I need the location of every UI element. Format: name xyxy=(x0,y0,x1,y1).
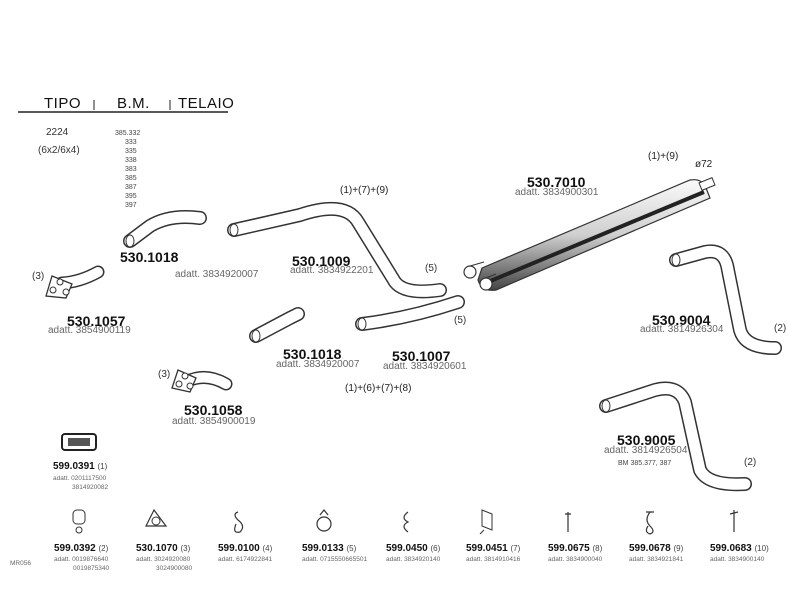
part-code: 530.1070 (3) xyxy=(136,543,191,554)
qty-note: (3) xyxy=(158,369,171,380)
vehicle-drive: (6x2/6x4) xyxy=(38,145,80,156)
part-code: 530.1009 xyxy=(292,253,351,269)
part-adatt: adatt. 3834900301 xyxy=(515,187,599,198)
part-code: 530.1018 xyxy=(283,346,342,362)
bm-item: 397 xyxy=(125,202,137,209)
assembly-note: (1)+(6)+(7)+(8) xyxy=(345,383,412,394)
pipe-530-1009 xyxy=(227,201,447,299)
diameter-note: ø72 xyxy=(695,159,713,170)
flange-gasket-icon xyxy=(145,508,168,527)
bm-item: 385.332 xyxy=(115,130,141,137)
spring-bracket-icon xyxy=(403,511,410,533)
qty-note: (2) xyxy=(744,457,757,468)
part-code: 530.1057 xyxy=(67,313,126,329)
part-adatt: adatt. 0715550665501 xyxy=(302,556,368,563)
part-adatt: adatt. 3854900119 xyxy=(48,325,131,336)
header-tipo: TIPO xyxy=(44,95,82,112)
rod-hanger-icon xyxy=(729,510,739,532)
part-adatt: adatt. 3834920007 xyxy=(175,269,259,280)
part-code: 530.1018 xyxy=(120,249,179,265)
part-code: 599.0133 (5) xyxy=(302,543,357,554)
bm-item: 387 xyxy=(125,184,137,191)
qty-note: (5) xyxy=(425,263,438,274)
flange-pipe-530-1058 xyxy=(171,369,233,393)
bm-item: 333 xyxy=(125,139,137,146)
part-code: 599.0451 (7) xyxy=(466,543,521,554)
part-code: 599.0450 (6) xyxy=(386,543,441,554)
hook-hanger-icon xyxy=(645,511,654,535)
part-code: 599.0100 (4) xyxy=(218,543,273,554)
part-adatt: adatt. 0019876640 xyxy=(54,556,109,563)
qty-note: (5) xyxy=(454,315,467,326)
part-adatt: adatt. 3814926304 xyxy=(640,324,724,335)
part-adatt: 3814920082 xyxy=(72,484,109,491)
part-code: 599.0391 (1) xyxy=(53,461,108,472)
part-code: 599.0392 (2) xyxy=(54,543,109,554)
part-code: 599.0678 (9) xyxy=(629,543,684,554)
part-code: 530.9004 xyxy=(652,312,711,328)
part-adatt: adatt. 3834920140 xyxy=(386,556,441,563)
qty-note: (3) xyxy=(32,271,45,282)
part-adatt: 3024900080 xyxy=(156,565,193,572)
part-adatt: adatt. 3024920080 xyxy=(136,556,191,563)
qty-note: (2) xyxy=(774,323,787,334)
pipe-530-1007 xyxy=(355,295,465,331)
part-adatt: adatt. 6174922841 xyxy=(218,556,273,563)
hanger-icon xyxy=(234,511,244,533)
part-sub-note: BM 385.377, 387 xyxy=(618,460,672,467)
assembly-note: (1)+(9) xyxy=(648,151,679,162)
tailpipe-530-9004 xyxy=(669,244,782,355)
tailpipe-530-9005 xyxy=(599,381,752,492)
header-telaio: TELAIO xyxy=(178,95,235,112)
pipe-530-1018-top xyxy=(123,210,207,248)
part-adatt: adatt. 3814910416 xyxy=(466,556,521,563)
part-code: 530.1007 xyxy=(392,348,451,364)
part-code: 530.1058 xyxy=(184,402,243,418)
part-adatt: adatt. 3854900019 xyxy=(172,416,256,427)
pipe-clamp-icon xyxy=(316,509,332,532)
clamp-599-0391 xyxy=(61,433,97,451)
rubber-mount-icon xyxy=(72,509,86,534)
bm-item: 385 xyxy=(125,175,137,182)
part-adatt: adatt. 0201117500 xyxy=(53,475,107,482)
bm-item: 335 xyxy=(125,148,137,155)
part-adatt: adatt. 3834920007 xyxy=(276,359,360,370)
part-code: 530.7010 xyxy=(527,174,586,190)
mounting-plate-icon xyxy=(479,509,493,535)
part-adatt: adatt. 3834900140 xyxy=(710,556,765,563)
footer-reference: MR056 xyxy=(10,560,31,567)
bm-item: 383 xyxy=(125,166,137,173)
part-adatt: 0019875340 xyxy=(73,565,110,572)
part-code: 599.0675 (8) xyxy=(548,543,603,554)
bm-item: 338 xyxy=(125,157,137,164)
header-bm: B.M. xyxy=(117,95,150,112)
part-adatt: adatt. 3814926504 xyxy=(604,445,688,456)
part-adatt: adatt. 3834921841 xyxy=(629,556,684,563)
bm-item: 395 xyxy=(125,193,137,200)
part-adatt: adatt. 3834900040 xyxy=(548,556,603,563)
vehicle-type: 2224 xyxy=(46,127,69,138)
assembly-note: (1)+(7)+(9) xyxy=(340,185,389,196)
part-adatt: adatt. 3834920601 xyxy=(383,361,467,372)
bolt-icon xyxy=(565,512,571,532)
part-adatt: adatt. 3834922201 xyxy=(290,265,374,276)
pipe-530-1018-mid xyxy=(249,307,305,343)
part-code: 599.0683 (10) xyxy=(710,543,769,554)
flange-pipe-530-1057 xyxy=(45,265,105,299)
part-code: 530.9005 xyxy=(617,432,676,448)
muffler-530-7010 xyxy=(463,177,716,291)
